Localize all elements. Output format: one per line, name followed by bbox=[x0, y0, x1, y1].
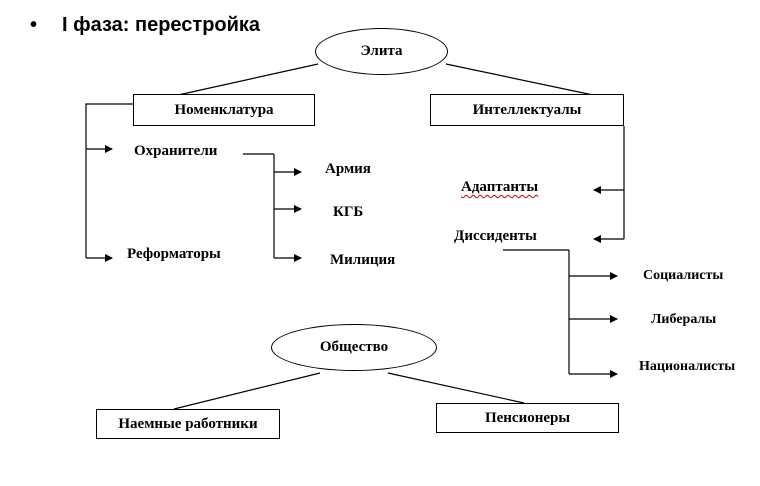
nomenklatura-box: Номенклатура bbox=[133, 94, 315, 126]
adaptants-label: Адаптанты bbox=[461, 179, 539, 195]
title-text: I фаза: перестройка bbox=[62, 14, 261, 36]
pensioners-box: Пенсионеры bbox=[436, 403, 619, 433]
elite-label: Элита bbox=[360, 43, 403, 59]
reformers-label: Реформаторы bbox=[127, 246, 221, 262]
police-label: Милиция bbox=[330, 252, 396, 268]
army-label: Армия bbox=[325, 161, 371, 177]
dissidents-label: Диссиденты bbox=[454, 228, 537, 244]
socialists-label: Социалисты bbox=[643, 268, 724, 283]
society-ellipse: Общество bbox=[271, 324, 437, 371]
slide-title: • I фаза: перестройка bbox=[30, 14, 260, 37]
nationalists-label: Националисты bbox=[639, 359, 736, 374]
society-label: Общество bbox=[319, 339, 389, 355]
intellectuals-box: Интеллектуалы bbox=[430, 94, 624, 126]
employees-box: Наемные работники bbox=[96, 409, 280, 439]
kgb-label: КГБ bbox=[333, 204, 364, 220]
elite-ellipse: Элита bbox=[315, 28, 448, 75]
employees-label: Наемные работники bbox=[118, 415, 258, 432]
guardians-label: Охранители bbox=[134, 143, 218, 159]
bullet: • bbox=[30, 14, 38, 36]
intellectuals-label: Интеллектуалы bbox=[472, 101, 582, 118]
nomenklatura-label: Номенклатура bbox=[174, 101, 274, 118]
pensioners-label: Пенсионеры bbox=[484, 409, 571, 426]
liberals-label: Либералы bbox=[651, 312, 717, 327]
